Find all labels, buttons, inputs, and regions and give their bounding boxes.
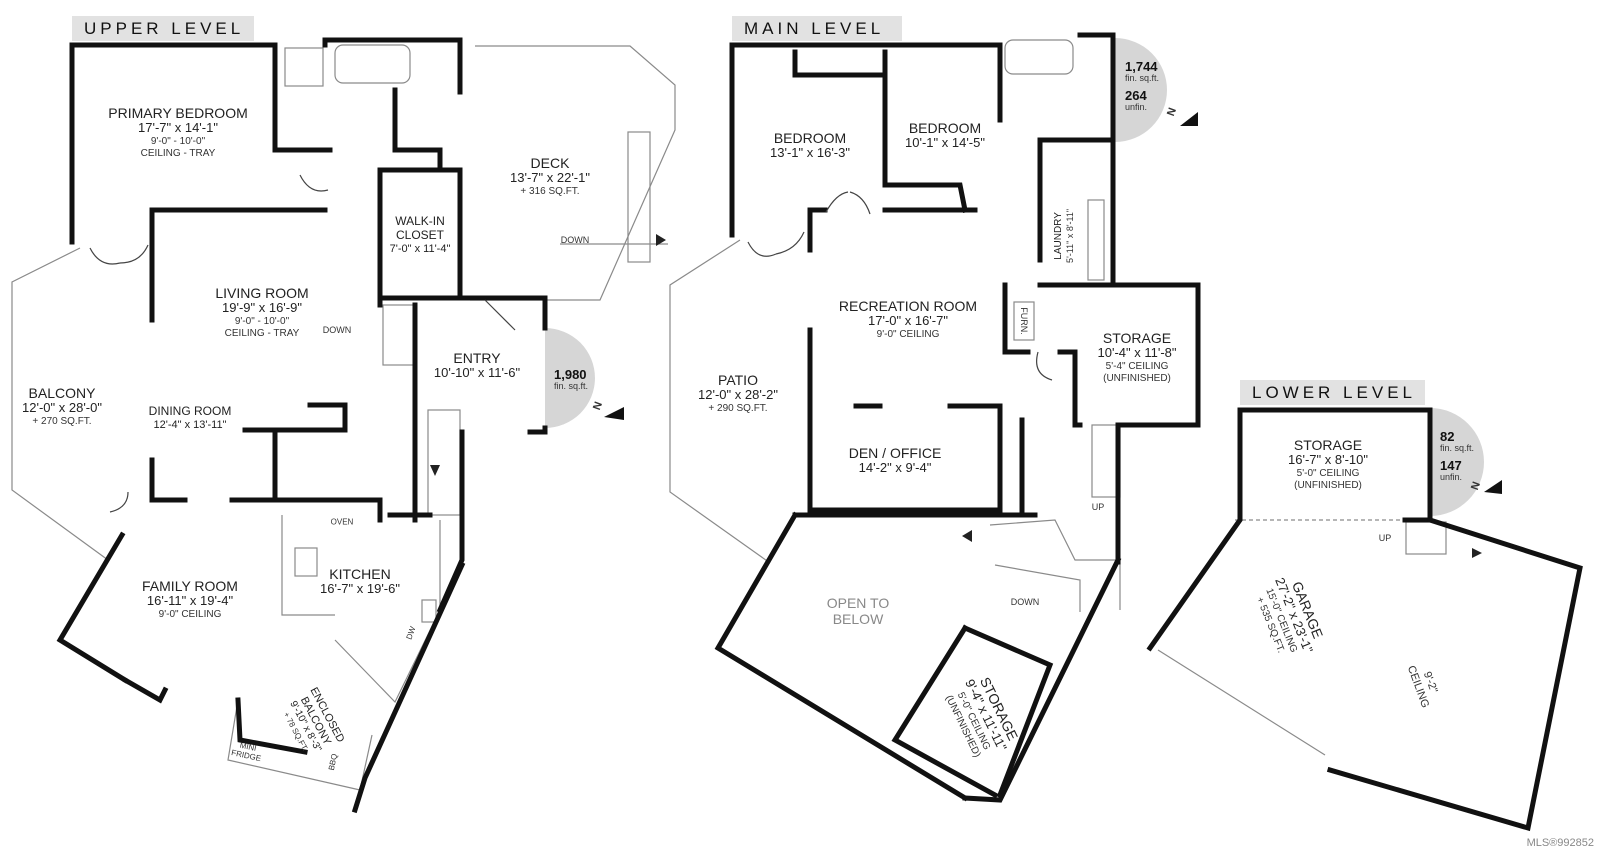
lower-stairs xyxy=(1405,521,1447,555)
label-main-down: DOWN xyxy=(1010,597,1040,607)
compass-main xyxy=(1180,112,1198,126)
walls xyxy=(56,32,1583,832)
badge-upper xyxy=(545,328,595,428)
patio-outline xyxy=(669,239,771,564)
room-living-room: LIVING ROOM 19'-9" x 16'-9" 9'-0" - 10'-… xyxy=(215,285,309,339)
furnace xyxy=(1013,301,1035,341)
compass-arrows xyxy=(604,112,1502,494)
upper-stairs xyxy=(382,304,416,366)
label-oven: OVEN xyxy=(330,517,354,527)
room-storage-1: STORAGE 10'-4" x 11'-8" 5'-4" CEILING (U… xyxy=(1097,330,1177,384)
upper-shower xyxy=(284,47,324,87)
washer-dryer xyxy=(1087,199,1105,281)
label-furn: FURN. xyxy=(1019,307,1029,335)
mls-number: MLS®992852 xyxy=(1526,837,1594,849)
compass-upper xyxy=(604,407,624,420)
badge-main-area: 1,744 fin. sq.ft. 264 unfin. xyxy=(1125,59,1160,112)
badge-main xyxy=(1115,38,1167,142)
badge-lower-area: 82 fin. sq.ft. 147 unfin. xyxy=(1440,429,1475,482)
room-kitchen: KITCHEN 16'-7" x 19'-6" xyxy=(320,566,400,597)
area-badges xyxy=(545,38,1484,516)
label-main-up: UP xyxy=(1091,502,1105,512)
upper-tub xyxy=(334,44,411,84)
balcony-outline xyxy=(11,247,109,561)
deck-stairs xyxy=(627,131,651,263)
main-level-title: MAIN LEVEL xyxy=(732,16,902,41)
main-stair-arrow xyxy=(962,530,972,542)
deck-outline xyxy=(470,45,676,301)
room-recreation-room: RECREATION ROOM 17'-0" x 16'-7" 9'-0" CE… xyxy=(838,298,978,341)
room-bedroom-2: BEDROOM 10'-1" x 14'-5" xyxy=(905,120,985,151)
room-balcony: BALCONY 12'-0" x 28'-0" + 270 SQ.FT. xyxy=(22,385,102,428)
label-deck-down: DOWN xyxy=(560,235,590,245)
lower-stair-arrow xyxy=(1472,548,1482,558)
badge-upper-area: 1,980 fin. sq.ft. xyxy=(554,367,589,391)
deck-down-arrow xyxy=(656,234,666,246)
badge-lower xyxy=(1430,408,1484,516)
room-bedroom-1: BEDROOM 13'-1" x 16'-3" xyxy=(770,130,850,161)
room-den-office: DEN / OFFICE 14'-2" x 9'-4" xyxy=(848,445,942,476)
room-patio: PATIO 12'-0" x 28'-2" + 290 SQ.FT. xyxy=(698,372,778,415)
room-open-to-below: OPEN TO BELOW xyxy=(826,595,890,628)
label-lower-up: UP xyxy=(1378,533,1392,543)
room-primary-bedroom: PRIMARY BEDROOM 17'-7" x 14'-1" 9'-0" - … xyxy=(108,105,248,159)
label-living-down: DOWN xyxy=(322,325,352,335)
room-lower-storage: STORAGE 16'-7" x 8'-10" 5'-0" CEILING (U… xyxy=(1288,437,1368,491)
room-family-room: FAMILY ROOM 16'-11" x 19'-4" 9'-0" CEILI… xyxy=(142,578,238,621)
room-walk-in-closet: WALK-IN CLOSET 7'-0" x 11'-4" xyxy=(389,214,451,255)
upper-level-title: UPPER LEVEL xyxy=(72,16,254,41)
room-deck: DECK 13'-7" x 22'-1" + 316 SQ.FT. xyxy=(510,155,590,198)
upper-stairs-2 xyxy=(427,409,461,516)
kitchen-counter xyxy=(281,515,335,616)
door-swings xyxy=(89,174,1053,513)
main-tub xyxy=(1004,39,1074,75)
stair-arrows xyxy=(430,234,1482,558)
room-laundry: LAUNDRY 5'-11" x 8'-11" xyxy=(1053,208,1075,263)
room-entry: ENTRY 10'-10" x 11'-6" xyxy=(433,350,521,381)
upper-down-arrow xyxy=(430,465,440,476)
compass-lower xyxy=(1484,480,1502,494)
lower-level-title: LOWER LEVEL xyxy=(1240,380,1425,405)
room-dining-room: DINING ROOM 12'-4" x 13'-11" xyxy=(148,404,232,431)
